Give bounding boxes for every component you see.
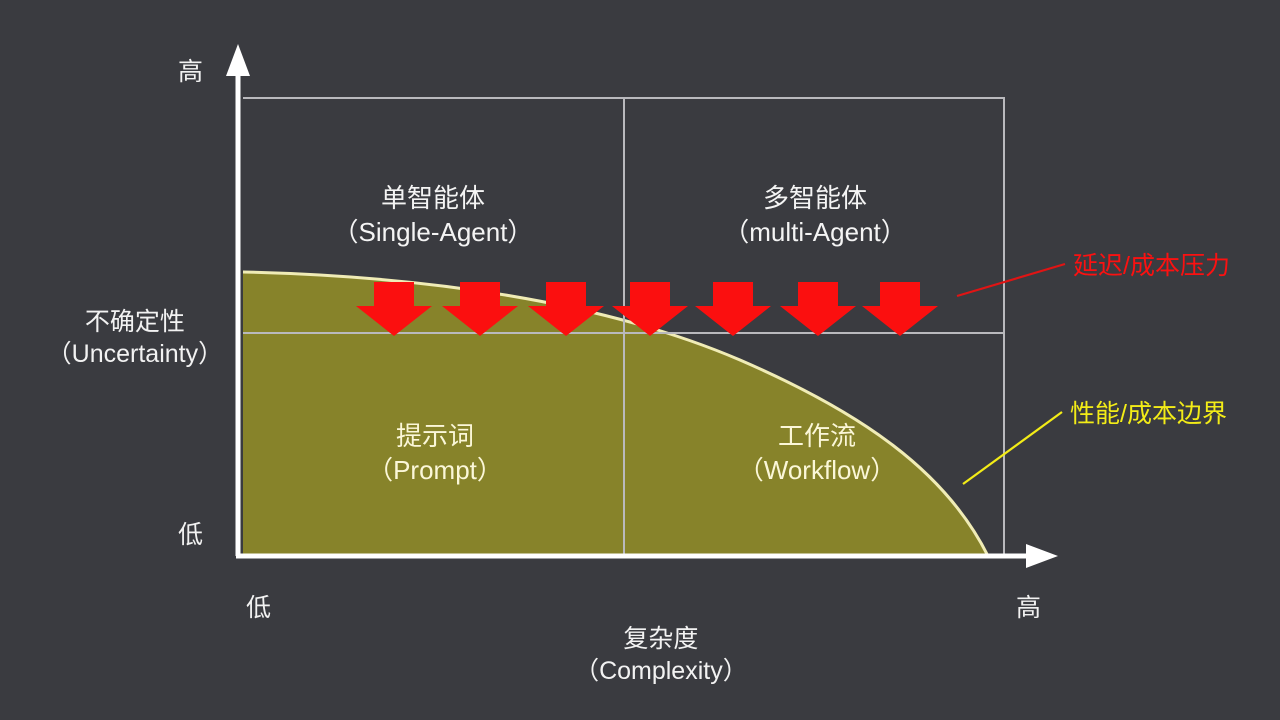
pressure-arrow-3 xyxy=(528,282,604,336)
pressure-arrow-7 xyxy=(862,282,938,336)
quadrant-prompt-en: （Prompt） xyxy=(367,454,503,485)
quadrant-multi-agent-cn: 多智能体 xyxy=(762,183,867,213)
quadrant-label-prompt: 提示词 （Prompt） xyxy=(290,420,580,488)
callout-latency-cost-pressure: 延迟/成本压力 xyxy=(1073,252,1230,280)
pressure-arrow-6 xyxy=(780,282,856,336)
boundary-callout-leader xyxy=(962,411,1063,485)
quadrant-label-workflow: 工作流 （Workflow） xyxy=(672,420,962,488)
y-axis-low-label: 低 xyxy=(178,521,204,549)
x-axis-high-label: 高 xyxy=(1016,594,1042,622)
axis-lines xyxy=(226,44,1058,568)
y-axis-arrowhead xyxy=(226,44,250,76)
quadrant-workflow-cn: 工作流 xyxy=(777,421,856,451)
y-axis-high-label: 高 xyxy=(178,58,204,86)
pressure-arrow-1 xyxy=(356,282,432,336)
pressure-arrow-5 xyxy=(695,282,771,336)
quadrant-single-agent-en: （Single-Agent） xyxy=(332,216,534,247)
y-axis-title-cn: 不确定性 xyxy=(84,307,185,336)
callout-performance-cost-boundary: 性能/成本边界 xyxy=(1070,400,1227,428)
performance-cost-region xyxy=(243,270,990,556)
y-axis-title-en: （Uncertainty） xyxy=(46,340,224,368)
quadrant-multi-agent-en: （multi-Agent） xyxy=(723,216,907,247)
quadrant-workflow-en: （Workflow） xyxy=(737,454,897,485)
pressure-arrow-4 xyxy=(612,282,688,336)
quadrant-single-agent-cn: 单智能体 xyxy=(380,183,485,213)
x-axis-title-cn: 复杂度 xyxy=(623,624,699,653)
quadrant-label-multi-agent: 多智能体 （multi-Agent） xyxy=(670,182,960,250)
y-axis-title: 不确定性 （Uncertainty） xyxy=(10,273,232,403)
pressure-arrow-2 xyxy=(442,282,518,336)
pressure-arrow-group xyxy=(356,282,938,336)
diagram-canvas: 高 低 不确定性 （Uncertainty） 低 高 复杂度 （Complexi… xyxy=(10,44,1230,685)
x-axis-title: 复杂度 （Complexity） xyxy=(497,590,797,720)
diagram-vector-layer xyxy=(226,44,1066,568)
x-axis-arrowhead xyxy=(1026,544,1058,568)
quadrant-prompt-cn: 提示词 xyxy=(395,421,474,451)
x-axis-low-label: 低 xyxy=(246,594,272,622)
latency-callout-leader xyxy=(956,262,1066,298)
x-axis-title-en: （Complexity） xyxy=(574,657,748,685)
grid-lines xyxy=(243,97,1005,556)
quadrant-label-single-agent: 单智能体 （Single-Agent） xyxy=(288,182,578,250)
